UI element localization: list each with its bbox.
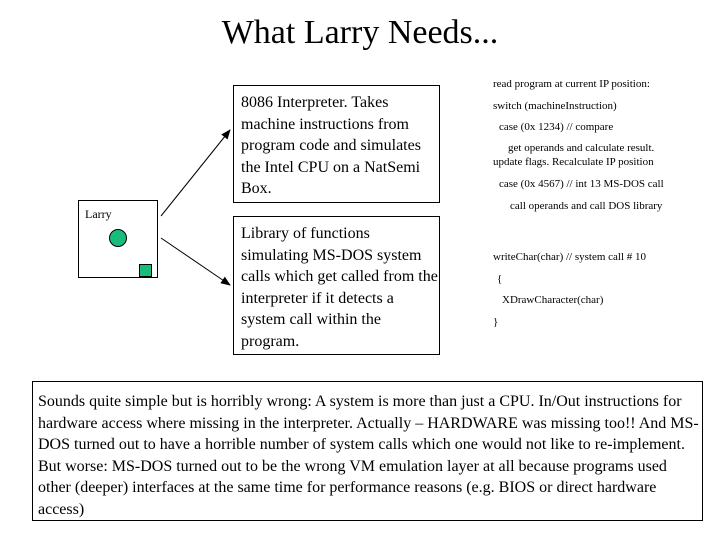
code-line: case (0x 4567) // int 13 MS-DOS call bbox=[499, 178, 664, 190]
slide-title: What Larry Needs... bbox=[221, 14, 499, 51]
arrow-to-library bbox=[160, 237, 231, 286]
code-line: update flags. Recalculate IP position bbox=[493, 156, 654, 168]
code-line: XDrawCharacter(char) bbox=[502, 294, 604, 306]
summary-box: Sounds quite simple but is horribly wron… bbox=[32, 381, 703, 521]
larry-label: Larry bbox=[85, 207, 112, 221]
code-line: read program at current IP position: bbox=[493, 78, 650, 90]
arrow-to-interpreter bbox=[160, 129, 231, 217]
larry-square-shape bbox=[139, 264, 152, 277]
library-box: Library of functions simulating MS-DOS s… bbox=[233, 216, 440, 355]
summary-text: Sounds quite simple but is horribly wron… bbox=[38, 393, 699, 518]
interpreter-text: 8086 Interpreter. Takes machine instruct… bbox=[241, 94, 421, 197]
larry-circle-shape bbox=[109, 229, 127, 247]
interpreter-box: 8086 Interpreter. Takes machine instruct… bbox=[233, 85, 440, 203]
code-line: writeChar(char) // system call # 10 bbox=[493, 251, 647, 263]
larry-box: Larry bbox=[78, 200, 158, 278]
code-line: get operands and calculate result. bbox=[508, 142, 655, 154]
library-text: Library of functions simulating MS-DOS s… bbox=[241, 225, 438, 350]
code-line: switch (machineInstruction) bbox=[493, 100, 617, 112]
code-line: { bbox=[497, 273, 503, 285]
code-line: call operands and call DOS library bbox=[510, 200, 663, 212]
code-line: } bbox=[493, 316, 499, 328]
code-line: case (0x 1234) // compare bbox=[499, 121, 614, 133]
